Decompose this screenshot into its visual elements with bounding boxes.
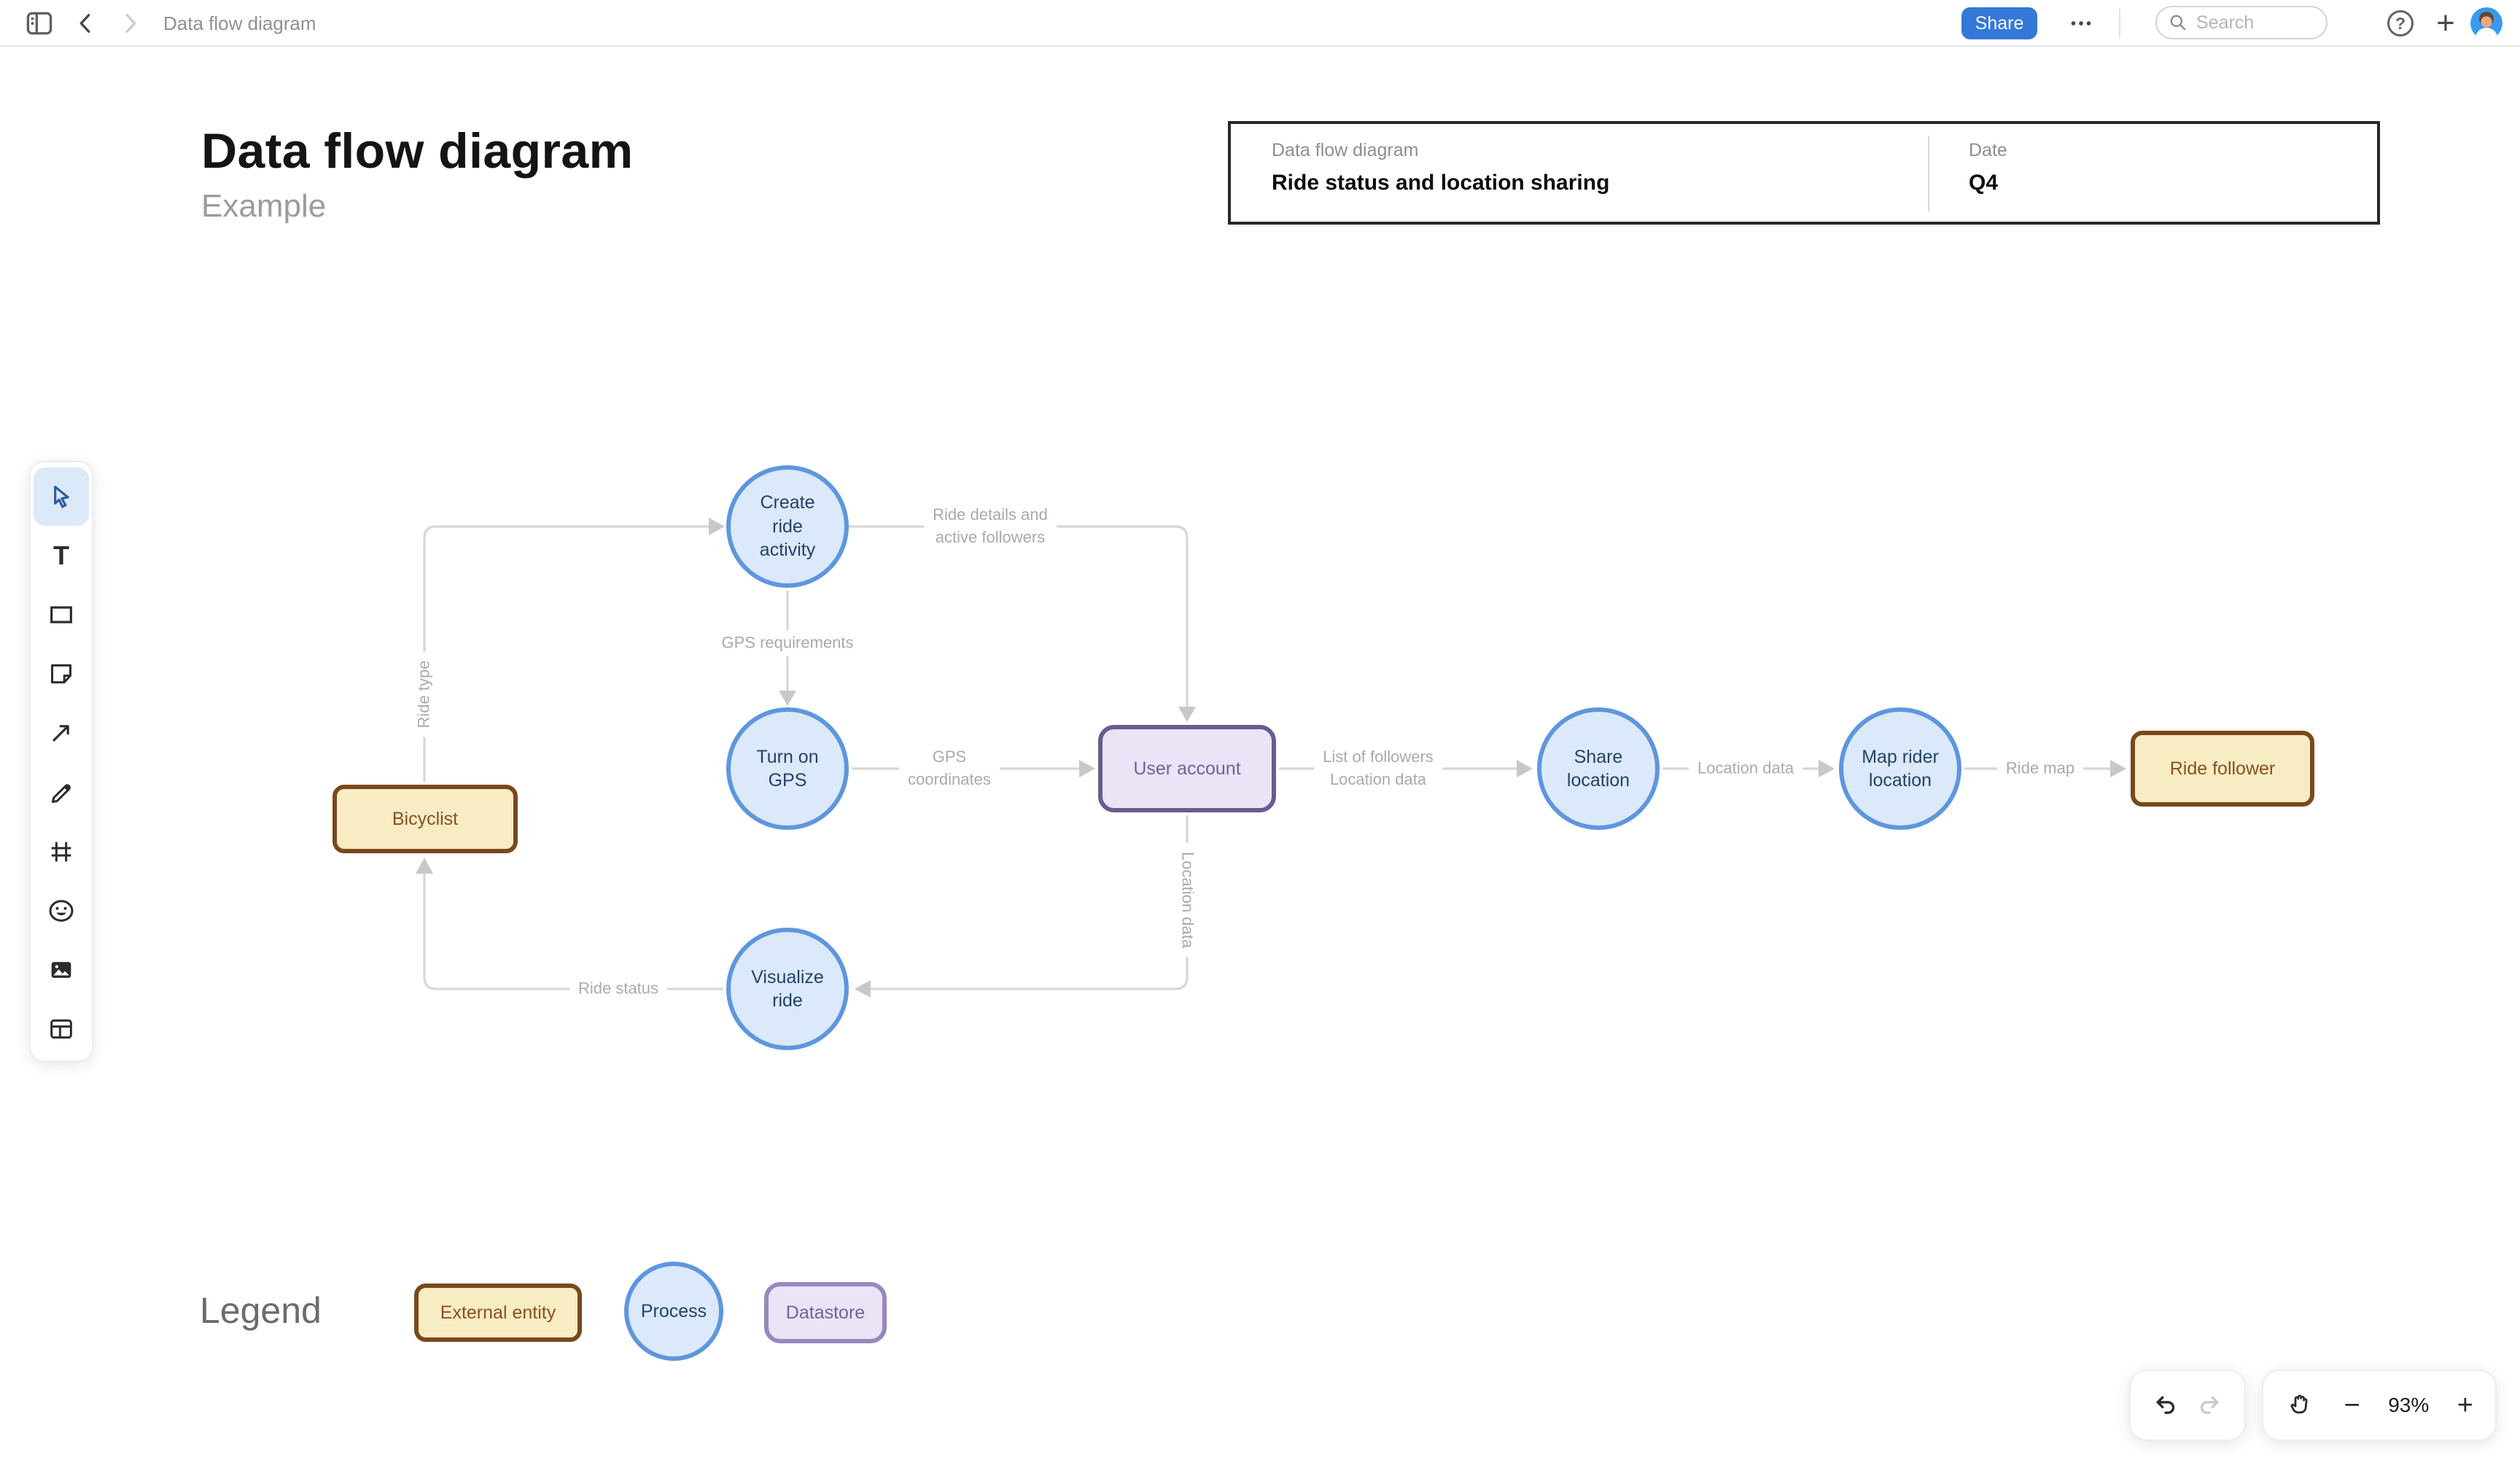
text-tool-icon: T <box>53 540 69 570</box>
ellipsis-icon <box>2071 21 2091 26</box>
image-icon <box>51 962 71 978</box>
share-button[interactable]: Share <box>1961 7 2037 39</box>
tool-arrow[interactable] <box>34 704 89 762</box>
history-controls <box>2129 1370 2246 1441</box>
cursor-icon <box>54 485 69 508</box>
edge-label-ride-map[interactable]: Ride map <box>1996 756 2084 782</box>
new-board-button[interactable]: + <box>2430 0 2462 47</box>
node-create-ride-activity[interactable]: Create ride activity <box>726 465 849 588</box>
help-button[interactable]: ? <box>2387 10 2414 36</box>
more-options-button[interactable] <box>2062 0 2100 47</box>
edge-label-ride-details[interactable]: Ride details and active followers <box>924 502 1057 551</box>
tool-image[interactable] <box>34 941 89 999</box>
zoom-out-button[interactable]: − <box>2344 1391 2360 1419</box>
legend-external-entity[interactable]: External entity <box>414 1284 582 1342</box>
table-icon <box>50 1020 72 1039</box>
legend-datastore-label: Datastore <box>785 1302 866 1323</box>
redo-button[interactable] <box>2195 1391 2224 1420</box>
diagram-info-box[interactable]: Data flow diagram Ride status and locati… <box>1228 121 2380 225</box>
legend-process[interactable]: Process <box>624 1262 723 1361</box>
node-turn-on-gps[interactable]: Turn on GPS <box>726 707 849 830</box>
tool-text[interactable]: T <box>34 527 89 585</box>
hand-icon <box>2290 1394 2308 1414</box>
smiley-icon <box>49 900 74 922</box>
edge-label-list-of-followers[interactable]: List of followers Location data <box>1314 745 1442 793</box>
node-visualize-ride-label: Visualize ride <box>751 966 824 1011</box>
info-box-divider <box>1928 136 1929 211</box>
node-ride-follower[interactable]: Ride follower <box>2131 731 2314 807</box>
node-map-rider-location[interactable]: Map rider location <box>1839 707 1961 830</box>
sidebar-icon <box>26 12 52 35</box>
tool-sticky-note[interactable] <box>34 645 89 703</box>
minus-glyph: − <box>2344 1390 2360 1421</box>
tool-shape[interactable] <box>34 586 89 644</box>
tool-table[interactable] <box>34 1000 89 1058</box>
help-glyph: ? <box>2395 13 2406 33</box>
sidebar-toggle-button[interactable] <box>20 0 58 47</box>
zoom-controls: − 93% + <box>2262 1370 2497 1441</box>
plus-glyph: + <box>2436 5 2455 41</box>
edge-label-ride-status[interactable]: Ride status <box>569 976 668 1002</box>
node-bicyclist[interactable]: Bicyclist <box>332 785 518 853</box>
window-title: Data flow diagram <box>163 12 316 34</box>
arrow-icon <box>52 725 69 742</box>
pencil-icon <box>51 783 71 803</box>
tool-emoji[interactable] <box>34 882 89 940</box>
search-field <box>2155 6 2328 39</box>
chevron-right-icon <box>125 14 136 33</box>
edge-create-ride-to-user-account <box>849 525 1189 707</box>
node-user-account[interactable]: User account <box>1098 725 1276 812</box>
node-turn-on-gps-label: Turn on GPS <box>756 746 819 791</box>
tool-frame[interactable] <box>34 823 89 881</box>
node-bicyclist-label: Bicyclist <box>392 808 459 829</box>
hand-tool-button[interactable] <box>2285 1390 2316 1421</box>
back-button[interactable] <box>70 0 102 47</box>
info-name-value: Ride status and location sharing <box>1272 171 1610 195</box>
tool-select[interactable] <box>34 467 89 526</box>
avatar-image <box>2470 7 2502 39</box>
chevron-left-icon <box>79 14 90 33</box>
legend-process-label: Process <box>640 1300 707 1321</box>
node-ride-follower-label: Ride follower <box>2169 758 2276 779</box>
zoom-level: 93% <box>2388 1394 2430 1416</box>
forward-button[interactable] <box>114 0 146 47</box>
node-user-account-label: User account <box>1133 758 1241 779</box>
edge-label-location-data-vertical[interactable]: Location data <box>1174 842 1200 958</box>
undo-button[interactable] <box>2151 1391 2180 1420</box>
undo-icon <box>2156 1396 2175 1414</box>
legend-external-entity-label: External entity <box>440 1302 556 1323</box>
search-icon <box>2170 15 2186 31</box>
search-input[interactable] <box>2155 6 2328 39</box>
zoom-in-button[interactable]: + <box>2457 1391 2473 1419</box>
redo-icon <box>2200 1396 2219 1414</box>
top-toolbar: Data flow diagram Share ? + <box>0 0 2520 47</box>
info-date-value: Q4 <box>1969 171 1999 195</box>
page-title[interactable]: Data flow diagram <box>201 123 634 179</box>
edge-visualize-to-bicyclist <box>423 871 723 990</box>
info-name-label: Data flow diagram <box>1272 140 1419 160</box>
node-visualize-ride[interactable]: Visualize ride <box>726 928 849 1050</box>
edge-label-location-data[interactable]: Location data <box>1688 756 1803 782</box>
node-share-location-label: Share location <box>1566 746 1630 791</box>
frame-icon <box>51 842 71 862</box>
info-date-label: Date <box>1969 140 2007 160</box>
page-subtitle[interactable]: Example <box>201 188 327 224</box>
edge-label-gps-coordinates[interactable]: GPS coordinates <box>899 745 1000 793</box>
legend-title[interactable]: Legend <box>200 1290 322 1331</box>
avatar[interactable] <box>2470 7 2502 39</box>
edge-bicyclist-to-create-ride <box>423 525 710 782</box>
node-map-rider-location-label: Map rider location <box>1862 746 1939 791</box>
node-share-location[interactable]: Share location <box>1537 707 1660 830</box>
node-create-ride-label: Create ride activity <box>759 492 816 561</box>
sticky-note-icon <box>51 664 71 684</box>
edge-user-account-to-visualize <box>866 815 1189 990</box>
tool-palette: T <box>29 461 93 1062</box>
legend-datastore[interactable]: Datastore <box>764 1282 887 1343</box>
plus-glyph: + <box>2457 1390 2473 1421</box>
toolbar-divider <box>2119 9 2120 38</box>
edge-label-gps-requirements[interactable]: GPS requirements <box>712 630 863 656</box>
tool-pencil[interactable] <box>34 764 89 822</box>
edge-label-ride-type[interactable]: Ride type <box>411 651 438 737</box>
rectangle-icon <box>50 606 72 624</box>
